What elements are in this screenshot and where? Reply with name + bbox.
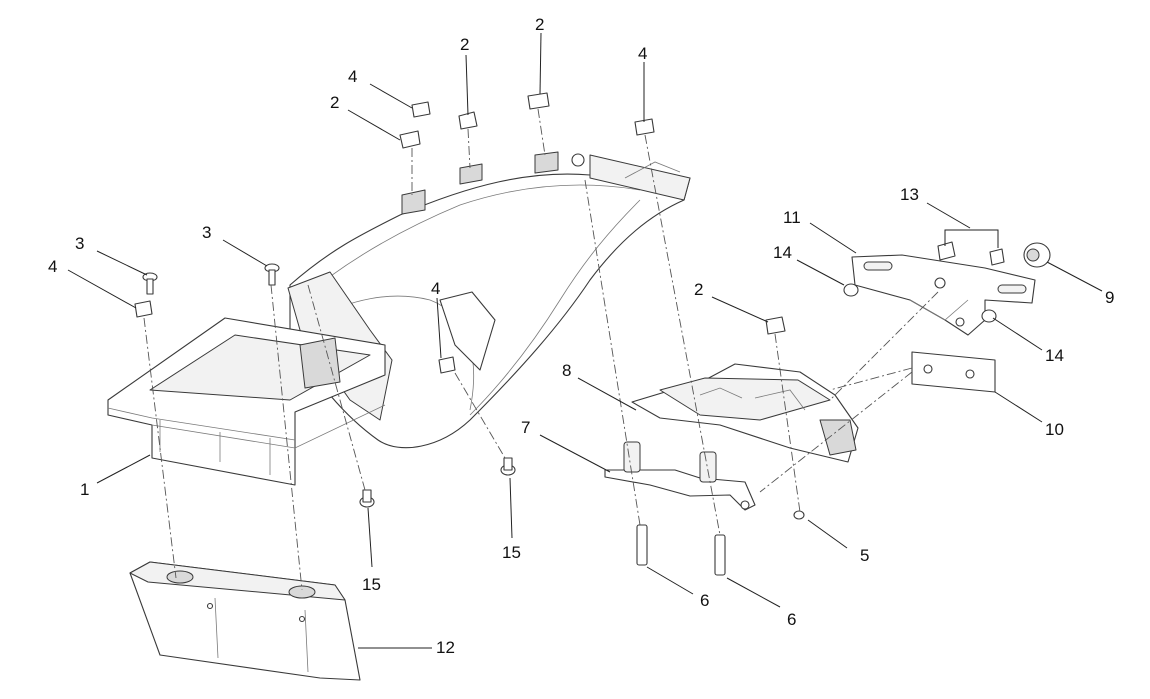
callout-4: 4 — [48, 257, 57, 276]
callout-11: 11 — [783, 208, 801, 227]
plate-holder-part-8 — [631, 363, 859, 463]
clip-nuts-part-4 — [134, 101, 655, 374]
mudguard-tab — [534, 151, 559, 174]
bolts-part-13 — [937, 241, 1005, 266]
bracket-part-7 — [604, 441, 756, 511]
bolts-part-6 — [636, 524, 726, 576]
callout-15: 15 — [502, 543, 521, 562]
callout-7: 7 — [521, 418, 530, 437]
screw-part-5 — [793, 510, 805, 520]
battery-box-part-1 — [107, 317, 386, 486]
callout-13: 13 — [900, 185, 919, 204]
screws-part-3 — [142, 263, 280, 295]
rear-mudguard — [287, 151, 691, 449]
callout-14: 14 — [773, 243, 792, 262]
callout-14: 14 — [1045, 346, 1064, 365]
callout-8: 8 — [562, 361, 571, 380]
callout-labels: 1 3 4 3 4 2 2 2 4 4 2 8 7 15 15 5 6 6 12… — [48, 15, 1114, 657]
callout-4: 4 — [638, 44, 647, 63]
clip-nuts-part-2 — [399, 92, 786, 335]
callout-15: 15 — [362, 575, 381, 594]
callout-2: 2 — [460, 35, 469, 54]
callout-2: 2 — [535, 15, 544, 34]
callout-6: 6 — [700, 591, 709, 610]
callout-2: 2 — [694, 280, 703, 299]
grommet-part-9 — [1023, 242, 1051, 268]
callout-2: 2 — [330, 93, 339, 112]
lower-cover-part-12 — [129, 561, 361, 681]
screws-part-15 — [359, 457, 516, 508]
callout-3: 3 — [202, 223, 211, 242]
reflector-part-10 — [911, 351, 996, 393]
callout-4: 4 — [348, 67, 357, 86]
leader-lines — [67, 32, 1103, 649]
assembly-lines — [143, 108, 939, 591]
bracket-plate-part-11 — [851, 254, 1036, 336]
callout-5: 5 — [860, 546, 869, 565]
mudguard-tab — [459, 163, 483, 185]
callout-9: 9 — [1105, 288, 1114, 307]
callout-3: 3 — [75, 234, 84, 253]
callout-6: 6 — [787, 610, 796, 629]
callout-10: 10 — [1045, 420, 1064, 439]
callout-1: 1 — [80, 480, 89, 499]
nuts-part-14 — [843, 283, 997, 323]
callout-12: 12 — [436, 638, 455, 657]
callout-4: 4 — [431, 279, 440, 298]
mudguard-tab — [401, 189, 426, 215]
